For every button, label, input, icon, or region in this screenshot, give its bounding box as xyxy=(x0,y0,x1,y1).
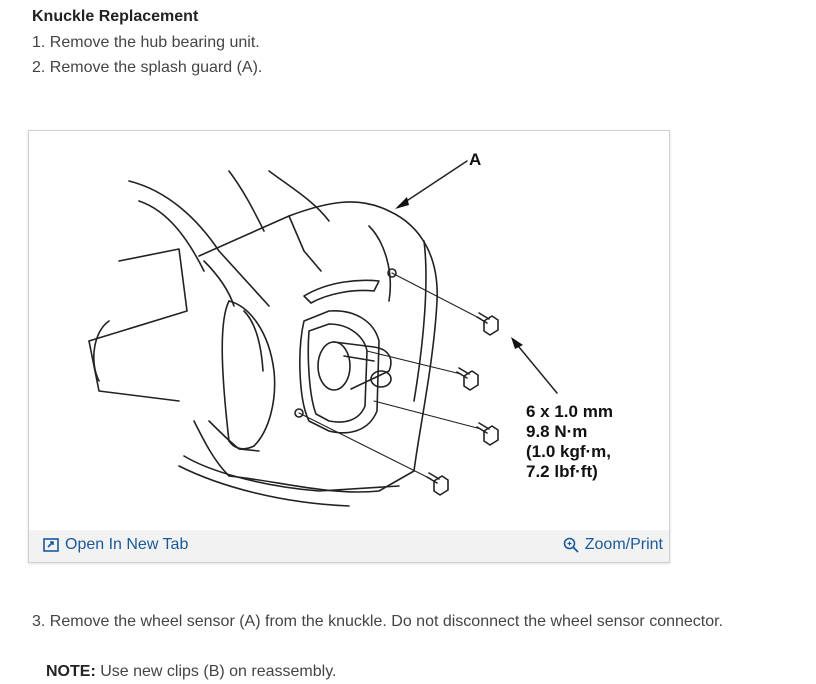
open-in-new-tab-label: Open In New Tab xyxy=(65,536,189,553)
splash-guard-diagram: A 6 x 1.0 mm 9.8 N·m (1.0 kgf·m, 7.2 lbf… xyxy=(88,150,613,507)
note-body: Use new clips (B) on reassembly. xyxy=(95,663,337,680)
step-2-text: 2. Remove the splash guard (A). xyxy=(32,59,263,76)
open-new-tab-icon xyxy=(43,538,59,552)
figure-container: A 6 x 1.0 mm 9.8 N·m (1.0 kgf·m, 7.2 lbf… xyxy=(28,130,670,563)
callout-letter-a: A xyxy=(469,150,481,169)
spec-line-3: (1.0 kgf·m, xyxy=(526,442,611,461)
figure-toolbar: Open In New Tab Zoom/Print xyxy=(29,530,669,562)
spec-line-2: 9.8 N·m xyxy=(526,422,587,441)
note-text: NOTE: Use new clips (B) on reassembly. xyxy=(46,663,336,681)
step-3-text: 3. Remove the wheel sensor (A) from the … xyxy=(32,613,724,630)
zoom-print-label: Zoom/Print xyxy=(584,536,663,553)
note-label: NOTE: xyxy=(46,663,96,680)
zoom-print-link[interactable]: Zoom/Print xyxy=(563,536,663,554)
step-1-text: 1. Remove the hub bearing unit. xyxy=(32,34,260,51)
page-title: Knuckle Replacement xyxy=(32,8,199,25)
open-in-new-tab-link[interactable]: Open In New Tab xyxy=(43,536,188,554)
bolt-top xyxy=(476,312,499,336)
spec-line-1: 6 x 1.0 mm xyxy=(526,402,613,421)
zoom-icon xyxy=(563,537,579,553)
spec-line-4: 7.2 lbf·ft) xyxy=(526,462,598,481)
